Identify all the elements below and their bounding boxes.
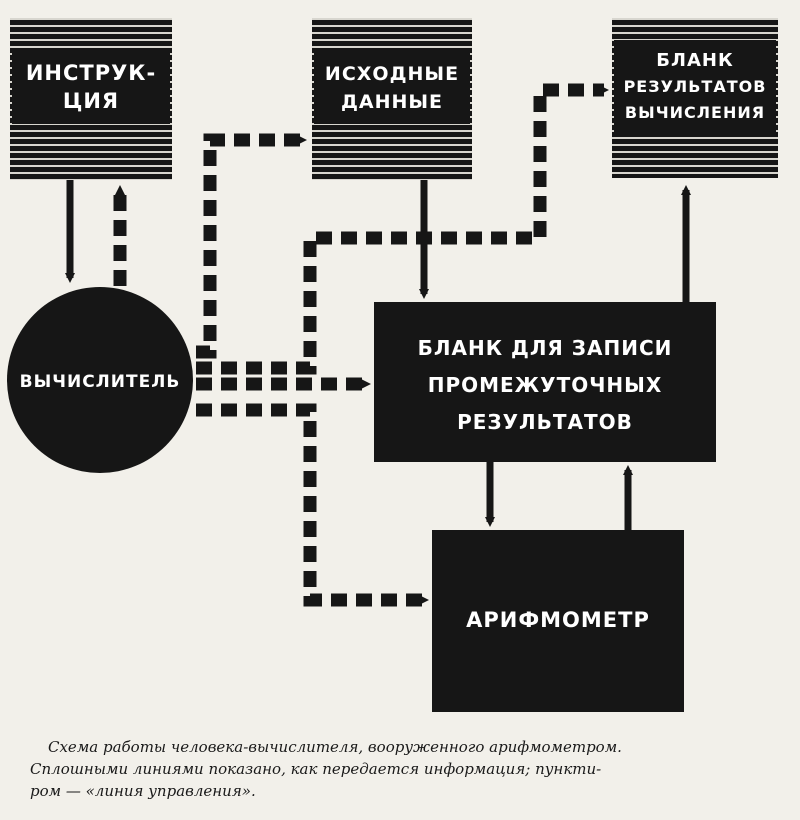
calculator-circle — [7, 287, 193, 473]
figure-caption: Схема работы человека-вычислителя, воору… — [30, 736, 775, 802]
node-source-data: ИСХОДНЫЕ ДАННЫЕ — [312, 18, 472, 180]
source-data-label-2: ДАННЫЕ — [341, 91, 443, 113]
node-instructions: ИНСТРУК- ЦИЯ — [10, 18, 172, 180]
results-form-label-band — [614, 40, 776, 134]
intermediate-form-label-1: БЛАНК ДЛЯ ЗАПИСИ — [418, 336, 673, 360]
caption-line-3: ром — «линия управления». — [30, 782, 256, 800]
arithmometer-box — [432, 530, 684, 712]
node-calculator: ВЫЧИСЛИТЕЛЬ — [7, 287, 193, 473]
control-calculator-to-source-data — [196, 133, 307, 359]
calculator-label: ВЫЧИСЛИТЕЛЬ — [20, 372, 181, 392]
instructions-label-band — [12, 52, 170, 124]
node-intermediate-form: БЛАНК ДЛЯ ЗАПИСИ ПРОМЕЖУТОЧНЫХ РЕЗУЛЬТАТ… — [374, 302, 716, 462]
control-calculator-to-results — [196, 83, 609, 375]
intermediate-form-label-2: ПРОМЕЖУТОЧНЫХ — [428, 373, 663, 397]
node-results-form: БЛАНК РЕЗУЛЬТАТОВ ВЫЧИСЛЕНИЯ — [612, 18, 778, 178]
source-data-label-1: ИСХОДНЫЕ — [325, 63, 459, 85]
results-form-label-2: РЕЗУЛЬТАТОВ — [624, 77, 767, 96]
results-form-label-1: БЛАНК — [656, 50, 733, 71]
caption-line-2: Сплошными линиями показано, как передает… — [30, 760, 602, 778]
instructions-label-2: ЦИЯ — [63, 89, 119, 113]
instructions-label-1: ИНСТРУК- — [26, 61, 156, 85]
dashed-arrows — [113, 83, 609, 607]
intermediate-form-label-3: РЕЗУЛЬТАТОВ — [457, 410, 633, 434]
caption-line-1: Схема работы человека-вычислителя, воору… — [48, 738, 622, 756]
intermediate-form-box — [374, 302, 716, 462]
arithmometer-label: АРИФМОМЕТР — [466, 608, 650, 632]
control-calculator-to-arithmometer — [196, 403, 429, 607]
source-data-label-band — [314, 52, 470, 124]
results-form-label-3: ВЫЧИСЛЕНИЯ — [625, 103, 765, 122]
node-arithmometer: АРИФМОМЕТР — [432, 530, 684, 712]
